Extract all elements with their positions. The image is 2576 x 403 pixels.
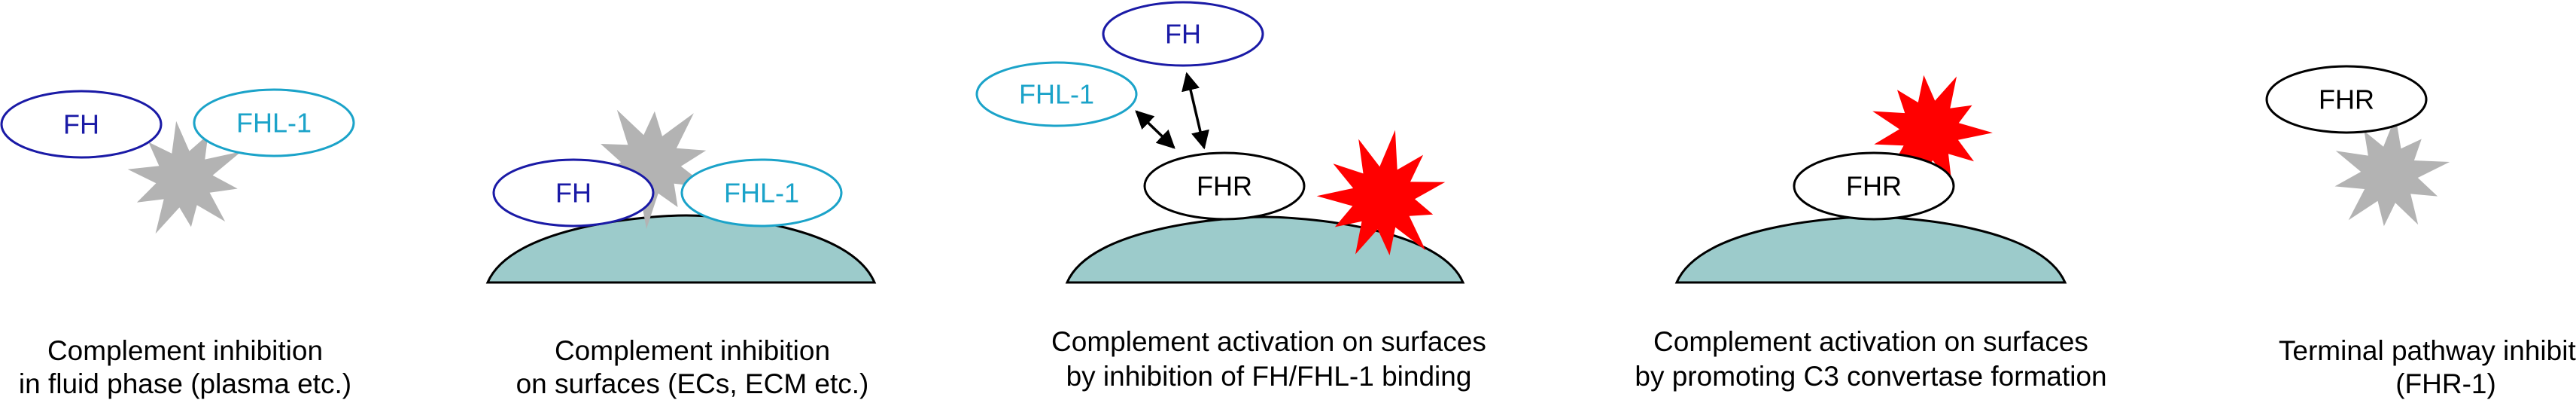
fhl1-oval: [193, 88, 355, 157]
panel-on-surfaces: FH FHL-1 Complement inhibition on surfac…: [485, 109, 877, 399]
panel-terminal-pathway: FHR Terminal pathway inhibition (FHR-1): [2265, 65, 2576, 399]
caption-2-line1: Complement inhibition: [555, 335, 830, 366]
caption-1-line1: Complement inhibition: [47, 335, 323, 366]
complement-starburst-icon: [1316, 130, 1446, 255]
cell-surface-dome: [1674, 215, 2067, 284]
complement-starburst-icon: [127, 121, 242, 234]
fh-oval: [0, 90, 163, 159]
binding-arrow-fh: [1182, 72, 1209, 150]
fh-label: FH: [63, 109, 99, 140]
complement-starburst-icon: [2334, 116, 2450, 227]
panel-fluid-phase: FH FHL-1 Complement inhibition in fluid …: [0, 88, 355, 399]
binding-arrow-fhl1: [1135, 110, 1175, 149]
panel-c3-convertase: FHR Complement activation on surfaces by…: [1635, 75, 2107, 392]
fhl1-label: FHL-1: [1019, 79, 1094, 110]
fhr-oval: [1793, 151, 1955, 221]
fh-label: FH: [1165, 19, 1201, 50]
fh-label: FH: [555, 178, 592, 209]
fh-oval: [492, 158, 655, 227]
caption-1-line2: in fluid phase (plasma etc.): [19, 368, 351, 399]
fhl1-label: FHL-1: [724, 178, 799, 209]
fhr-label: FHR: [1197, 171, 1252, 202]
caption-5-line2: (FHR-1): [2395, 368, 2496, 399]
fhl1-oval: [975, 61, 1138, 127]
fh-oval: [1102, 1, 1264, 67]
fhr-label: FHR: [2319, 84, 2374, 115]
cell-surface-dome: [485, 214, 877, 284]
caption-3-line2: by inhibition of FH/FHL-1 binding: [1066, 361, 1472, 392]
caption-4-line2: by promoting C3 convertase formation: [1635, 361, 2106, 392]
fhl1-label: FHL-1: [236, 108, 312, 139]
fhl1-oval: [680, 158, 843, 227]
fhr-label: FHR: [1846, 171, 1902, 202]
caption-3-line1: Complement activation on surfaces: [1051, 326, 1486, 357]
caption-2-line2: on surfaces (ECs, ECM etc.): [516, 368, 869, 399]
fhr-oval: [2265, 65, 2428, 134]
fhr-oval: [1143, 151, 1306, 221]
caption-4-line1: Complement activation on surfaces: [1653, 326, 2088, 357]
caption-5-line1: Terminal pathway inhibition: [2279, 335, 2576, 366]
panel-binding-inhibition: FH FHL-1 FHR Complement activation on su…: [975, 1, 1486, 392]
